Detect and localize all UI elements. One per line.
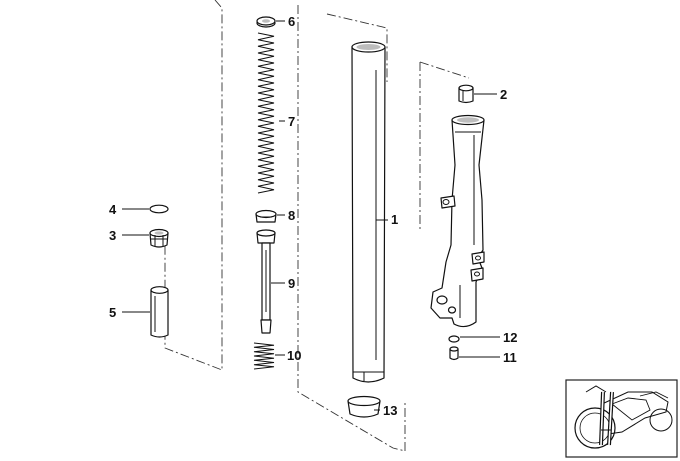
fork-tube-part-1	[351, 41, 386, 383]
callout-11: 11	[503, 350, 517, 365]
screw-plug-part-3	[149, 228, 169, 248]
callout-13: 13	[383, 403, 397, 418]
spacer-tube-part-5	[150, 286, 169, 338]
assembly-outlines	[164, 0, 470, 452]
leader-lines	[122, 20, 500, 411]
callout-4: 4	[109, 202, 117, 217]
cap-part-2	[458, 84, 474, 104]
callout-7: 7	[288, 114, 295, 129]
motorcycle-thumbnail	[565, 379, 678, 458]
callout-1: 1	[391, 212, 398, 227]
motorcycle-icon	[574, 385, 673, 449]
callout-2: 2	[500, 87, 507, 102]
o-ring-part-4	[149, 204, 169, 214]
bolt-part-11	[449, 346, 459, 361]
washer-part-12	[448, 335, 460, 343]
damper-rod-part-9	[256, 229, 276, 334]
short-spring-part-10	[253, 342, 275, 370]
callout-8: 8	[288, 208, 295, 223]
callout-12: 12	[503, 330, 517, 345]
ring-part-13	[347, 395, 381, 418]
callout-5: 5	[109, 305, 116, 320]
spring-seat-part-8	[255, 209, 277, 223]
callout-6: 6	[288, 14, 295, 29]
callout-9: 9	[288, 276, 295, 291]
washer-part-6	[256, 16, 276, 28]
callout-10: 10	[287, 348, 301, 363]
spring-part-7	[257, 32, 275, 194]
callout-labels: 1 2 3 4 5 6 7 8 9 10 11 12 13	[109, 14, 517, 418]
callout-3: 3	[109, 228, 116, 243]
fork-slider	[430, 114, 485, 328]
